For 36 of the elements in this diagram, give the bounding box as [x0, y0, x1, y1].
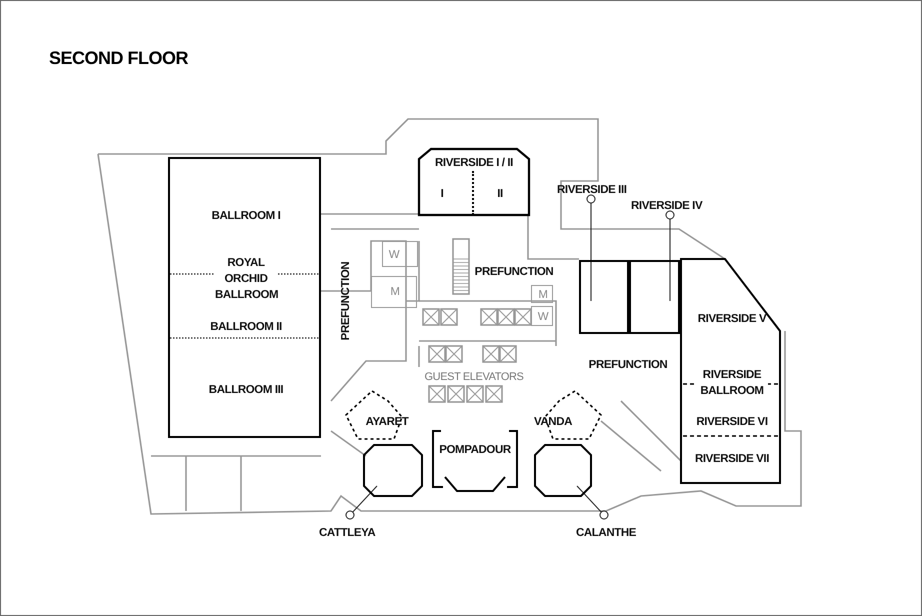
- restroom-label: M: [390, 285, 400, 300]
- room-label: PREFUNCTION: [474, 265, 554, 280]
- room-label: CALANTHE: [576, 525, 636, 541]
- restroom: [531, 306, 553, 326]
- leader-line: [586, 194, 596, 302]
- room-label: BALLROOM I: [212, 209, 280, 224]
- room-label: PREFUNCTION: [588, 358, 668, 373]
- leader-line: [666, 210, 674, 302]
- room-label: RIVERSIDE VII: [694, 452, 770, 467]
- area-label: GUEST ELEVATORS: [424, 370, 524, 385]
- room-label: II: [497, 187, 503, 202]
- restroom: [382, 241, 418, 267]
- leader-line: [576, 486, 608, 520]
- room-label: RIVERSIDE IV: [631, 198, 702, 214]
- room-label: CATTLEYA: [319, 525, 376, 541]
- leader-line: [346, 486, 378, 520]
- room-label: PREFUNCTION: [339, 262, 353, 340]
- restroom: [531, 285, 553, 303]
- room-label: AYARET: [366, 415, 408, 430]
- room-label: BALLROOM II: [210, 320, 282, 335]
- room-label: RIVERSIDE V: [698, 312, 766, 327]
- meeting-room-outline: [629, 260, 680, 334]
- restroom-label: W: [538, 310, 548, 325]
- room-label: RIVERSIDE III: [557, 182, 627, 198]
- ballroom-outline: [168, 157, 321, 438]
- restroom-label: M: [538, 288, 548, 303]
- room-label: RIVERSIDE VI: [696, 415, 768, 430]
- restroom: [371, 276, 417, 308]
- floor-title: SECOND FLOOR: [49, 48, 188, 69]
- room-label: POMPADOUR: [439, 443, 511, 458]
- room-label: RIVERSIDE I / II: [435, 156, 513, 171]
- room-label: BALLROOM III: [208, 383, 284, 398]
- meeting-room-outline: [579, 260, 629, 334]
- room-label: I: [440, 187, 444, 202]
- room-label: VANDA: [534, 415, 572, 430]
- restroom-label: W: [388, 248, 400, 263]
